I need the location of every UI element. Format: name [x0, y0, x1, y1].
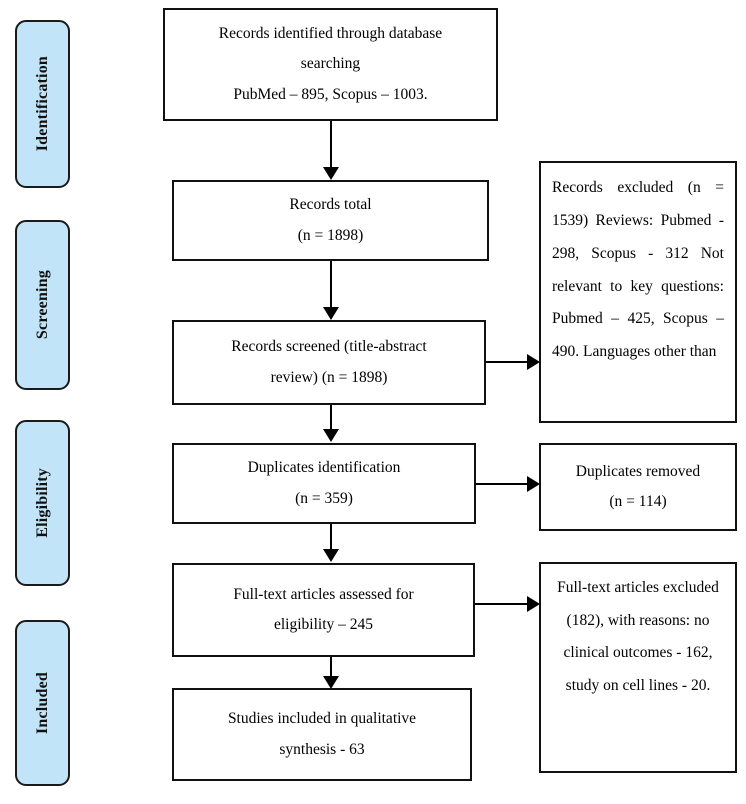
box-records-total: Records total (n = 1898)	[172, 180, 489, 261]
connector-total-to-screened	[330, 261, 332, 309]
stage-pill-screening: Screening	[15, 220, 70, 390]
connector-screened-to-duplicates	[330, 405, 332, 431]
connector-duplicates-to-removed	[476, 483, 530, 485]
box-duplicates-removed: Duplicates removed (n = 114)	[539, 443, 737, 531]
box-fulltext-assessed-line1: Full-text articles assessed for	[233, 585, 414, 603]
connector-identified-to-total	[330, 121, 332, 169]
arrow-right-icon	[527, 476, 540, 492]
box-duplicates-removed-line1: Duplicates removed	[575, 462, 701, 480]
box-records-identified: Records identified through database sear…	[163, 8, 498, 121]
box-records-screened-line1: Records screened (title-abstract	[231, 338, 427, 356]
box-records-identified-line1: Records identified through database	[218, 25, 443, 43]
connector-duplicates-to-fulltext	[330, 524, 332, 551]
connector-fulltext-to-excluded	[475, 603, 530, 605]
arrow-down-icon	[323, 167, 339, 180]
box-records-total-line1: Records total	[289, 196, 372, 214]
stage-label-included: Included	[33, 671, 51, 735]
connector-fulltext-to-included	[330, 657, 332, 680]
connector-screened-to-excluded	[486, 361, 530, 363]
box-duplicates-identification: Duplicates identification (n = 359)	[172, 443, 476, 524]
box-records-screened: Records screened (title-abstract review)…	[172, 320, 486, 405]
box-studies-included-line1: Studies included in qualitative	[227, 710, 417, 728]
box-records-excluded: Records excluded (n = 1539) Reviews: Pub…	[539, 161, 737, 423]
box-duplicates-identification-line1: Duplicates identification	[247, 459, 401, 477]
box-fulltext-assessed: Full-text articles assessed for eligibil…	[172, 563, 475, 657]
box-fulltext-excluded-text: Full-text articles excluded (182), with …	[557, 579, 719, 694]
stage-pill-eligibility: Eligibility	[15, 420, 70, 586]
arrow-down-icon	[323, 307, 339, 320]
stage-label-eligibility: Eligibility	[33, 468, 51, 538]
box-duplicates-removed-line2: (n = 114)	[609, 493, 667, 510]
box-duplicates-identification-line2: (n = 359)	[295, 489, 353, 507]
box-studies-included: Studies included in qualitative synthesi…	[172, 688, 472, 781]
box-fulltext-assessed-line2: eligibility – 245	[273, 616, 374, 633]
box-records-excluded-text: Records excluded (n = 1539) Reviews: Pub…	[552, 179, 724, 361]
arrow-right-icon	[527, 354, 540, 370]
box-records-screened-line2: review) (n = 1898)	[270, 368, 388, 386]
box-studies-included-line2: synthesis - 63	[279, 740, 365, 758]
stage-pill-identification: Identification	[15, 20, 70, 188]
stage-pill-included: Included	[15, 620, 70, 786]
arrow-down-icon	[323, 549, 339, 562]
arrow-down-icon	[323, 429, 339, 442]
stage-label-identification: Identification	[33, 56, 51, 152]
arrow-down-icon	[323, 676, 339, 689]
box-records-identified-line2: searching	[300, 55, 361, 73]
box-fulltext-excluded: Full-text articles excluded (182), with …	[539, 562, 737, 773]
stage-label-screening: Screening	[33, 270, 51, 340]
box-records-total-line2: (n = 1898)	[297, 226, 364, 244]
arrow-right-icon	[527, 596, 540, 612]
box-records-identified-line3: PubMed – 895, Scopus – 1003.	[233, 85, 428, 103]
